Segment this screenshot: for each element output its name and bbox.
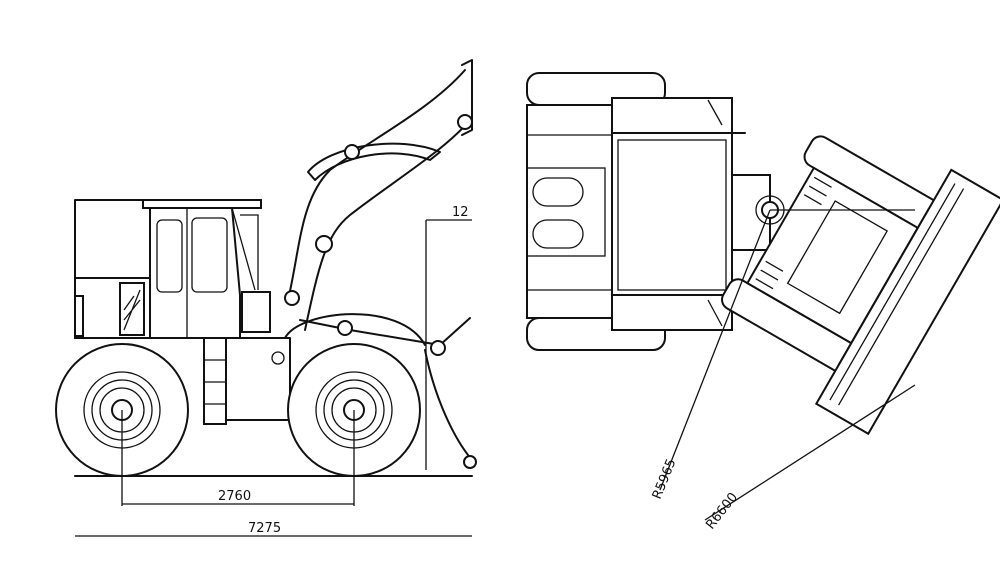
access-ladder xyxy=(203,337,227,425)
side-view: 12 2760 7275 xyxy=(55,59,477,537)
cab-top xyxy=(611,97,733,331)
front-section xyxy=(721,135,1000,436)
inner-radius-label: R5965 xyxy=(650,457,680,502)
bucket-ribs xyxy=(829,183,965,406)
height-dimension-line xyxy=(425,219,472,470)
chassis-frame xyxy=(225,337,291,421)
cab-roof xyxy=(142,199,262,209)
overall-length-label: 7275 xyxy=(248,521,281,536)
outer-radius-line xyxy=(704,384,916,521)
wheelbase-label: 2760 xyxy=(218,489,251,504)
rear-counterweight xyxy=(74,295,84,337)
top-view: R5965 R6600 xyxy=(526,72,1000,532)
front-frame-inner xyxy=(786,200,889,315)
tilt-linkage xyxy=(307,142,441,181)
cab-door-window xyxy=(191,217,228,293)
tilt-lever xyxy=(461,59,473,136)
articulation-pin xyxy=(271,351,285,365)
boom-cross-lines xyxy=(755,176,832,290)
cab-roof-top xyxy=(617,139,727,291)
bucket-top xyxy=(814,168,1000,436)
cab-front-frame xyxy=(231,207,259,291)
cab-step-marks xyxy=(707,99,723,327)
tilt-link-pin xyxy=(344,144,360,160)
boom-pivot xyxy=(284,290,300,306)
engine-vent-2 xyxy=(532,219,584,249)
bucket-profile xyxy=(424,349,473,461)
cab-body xyxy=(149,207,241,339)
outer-radius-label: R6600 xyxy=(703,490,741,532)
bucket-tip xyxy=(463,455,477,469)
lower-pin xyxy=(337,320,353,336)
front-fender xyxy=(284,313,426,346)
engine-cover xyxy=(526,167,606,257)
boom-tip-pin xyxy=(457,114,473,130)
lift-cylinder-pin xyxy=(315,235,333,253)
boom-lower-edge xyxy=(304,119,471,331)
cab-window-rear xyxy=(156,219,183,293)
hood-hatch xyxy=(123,289,141,331)
rear-body-top xyxy=(526,104,623,319)
ladder-steps xyxy=(204,359,226,405)
front-console xyxy=(241,291,271,333)
height-dimension-label: 12 xyxy=(452,205,469,220)
boom-upper-edge xyxy=(287,69,466,301)
inner-radius-line xyxy=(659,209,771,491)
bucket-pivot xyxy=(430,340,446,356)
engine-vent-1 xyxy=(532,177,584,207)
lift-cylinder xyxy=(299,317,471,346)
